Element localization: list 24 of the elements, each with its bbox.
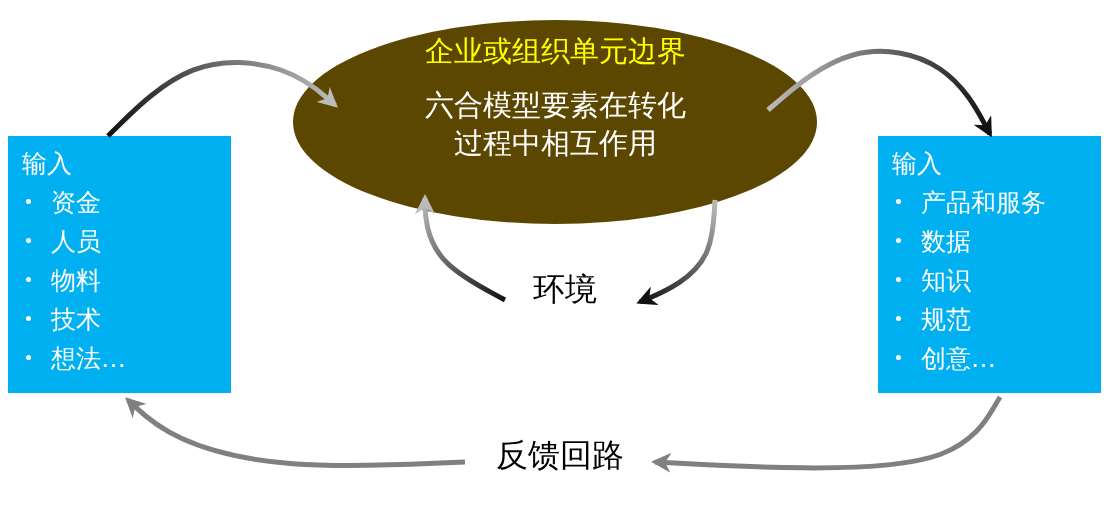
node-label: 环境 (533, 270, 597, 308)
list-item: 人员 (51, 227, 101, 256)
box-heading: 输入 (22, 148, 72, 180)
node-label: 反馈回路 (496, 436, 624, 474)
input-output-box (878, 136, 1101, 393)
list-item: 数据 (921, 227, 971, 256)
list-item: 想法… (51, 344, 126, 373)
curved-arrow (106, 60, 338, 138)
box-heading: 输入 (892, 148, 942, 180)
list-item: 产品和服务 (921, 188, 1046, 217)
curved-arrow (766, 48, 993, 138)
curved-arrow (415, 194, 507, 303)
boundary-title: 企业或组织单元边界 (423, 33, 687, 70)
list-item: 知识 (921, 266, 971, 295)
list-item: 规范 (921, 305, 971, 334)
curved-arrow (651, 395, 1003, 473)
list-item: 技术 (51, 305, 101, 334)
curved-arrow (636, 199, 718, 305)
list-item: 资金 (51, 188, 101, 217)
curved-arrow (125, 397, 466, 468)
input-output-box (8, 136, 231, 393)
ellipse-body-text: 六合模型要素在转化过程中相互作用 (423, 87, 687, 162)
list-item: 创意… (921, 344, 996, 373)
list-item: 物料 (51, 266, 101, 295)
